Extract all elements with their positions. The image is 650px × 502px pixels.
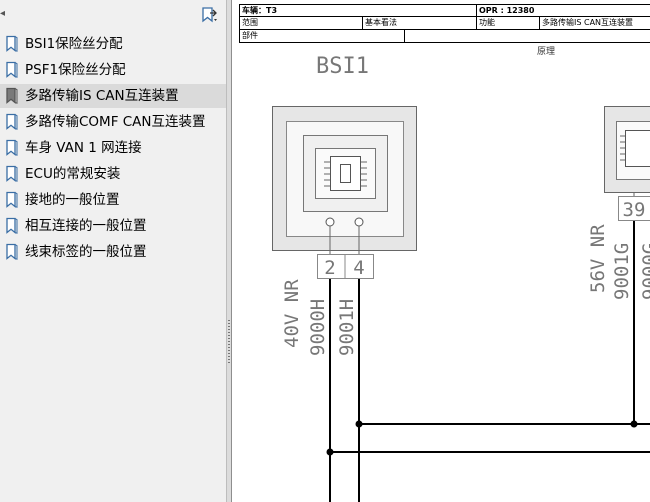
bookmark-label: 多路传输COMF CAN互连装置 [25, 114, 206, 130]
bookmark-label: PSF1保险丝分配 [25, 62, 126, 78]
wire-code-label: 9001H [336, 299, 358, 356]
bookmark-icon [6, 87, 18, 104]
bookmark-item[interactable]: 接地的一般位置 [0, 188, 226, 212]
bookmark-item[interactable]: 多路传输IS CAN互连装置 [0, 84, 226, 108]
bookmark-label: 相互连接的一般位置 [25, 218, 147, 234]
bookmark-options-icon [202, 7, 217, 23]
bookmark-item[interactable]: BSI1保险丝分配 [0, 32, 226, 56]
pin-label-right: 39 [623, 199, 646, 221]
bookmark-icon [6, 165, 18, 182]
bookmark-label: 接地的一般位置 [25, 192, 120, 208]
scope-label: 范围 [242, 18, 258, 27]
bookmark-options-button[interactable] [199, 5, 221, 25]
junction-dot [355, 420, 363, 428]
bookmark-icon [6, 217, 18, 234]
wire-spec-label-right: 56V NR [587, 224, 609, 293]
bookmark-icon [6, 35, 18, 52]
bsi1-chip-core [340, 164, 351, 183]
bookmark-label: 线束标签的一般位置 [25, 244, 147, 260]
bookmark-label: ECU的常规安装 [25, 166, 121, 182]
bookmark-icon [6, 61, 18, 78]
pin-terminal [354, 217, 364, 227]
right-module-chip [625, 130, 650, 167]
title-block: 车辆：T3 OPR : 12380 范围 基本看法 功能 多路传输IS CAN互… [239, 4, 650, 44]
wire-code-label: 9000H [307, 299, 329, 356]
bookmark-item[interactable]: PSF1保险丝分配 [0, 58, 226, 82]
bookmark-icon [6, 139, 18, 156]
bookmarks-panel: ◂ BSI1保险丝分配 PSF1保险丝分配多路传输IS CAN互连装置多路传输CO… [0, 0, 226, 502]
function-label: 功能 [479, 18, 495, 27]
pin-label: 4 [353, 257, 364, 279]
bookmark-item[interactable]: 车身 VAN 1 网连接 [0, 136, 226, 160]
part-label: 部件 [242, 31, 258, 40]
basic-view-label: 基本看法 [365, 18, 397, 27]
bookmark-label: BSI1保险丝分配 [25, 36, 123, 52]
splitter-grip[interactable] [228, 320, 230, 364]
panel-splitter[interactable] [226, 0, 232, 502]
bookmark-item[interactable]: 线束标签的一般位置 [0, 240, 226, 264]
title-block-grid [239, 4, 650, 43]
bookmark-icon [6, 191, 18, 208]
bookmark-icon [6, 113, 18, 130]
bookmarks-toolbar: ◂ [0, 0, 226, 30]
vehicle-label: 车辆：T3 [242, 6, 278, 15]
junction-dot [326, 448, 334, 456]
collapse-panel-icon[interactable]: ◂ [0, 8, 6, 19]
bookmark-label: 多路传输IS CAN互连装置 [25, 88, 179, 104]
function-value: 多路传输IS CAN互连装置 [542, 18, 634, 27]
opr-label: OPR : 12380 [479, 6, 535, 15]
bookmark-item[interactable]: ECU的常规安装 [0, 162, 226, 186]
principle-label: 原理 [537, 47, 556, 57]
bookmark-item[interactable]: 多路传输COMF CAN互连装置 [0, 110, 226, 134]
wire-code-label-right: 9001G [611, 243, 633, 300]
junction-dot [630, 420, 638, 428]
bookmark-icon [6, 243, 18, 260]
pin-terminal [325, 217, 335, 227]
bookmark-item[interactable]: 相互连接的一般位置 [0, 214, 226, 238]
pin-box-right [618, 196, 650, 221]
wiring-diagram: BSI1 2 4 40V NR 9000H 9001H 39 56V NR 90… [272, 54, 650, 502]
bookmark-label: 车身 VAN 1 网连接 [25, 140, 142, 156]
bsi1-chip [330, 156, 361, 191]
bsi1-label: BSI1 [316, 54, 369, 79]
wire-code-label-right: 9000G [639, 243, 650, 300]
wire-spec-label: 40V NR [281, 279, 303, 348]
pin-label: 2 [324, 257, 335, 279]
